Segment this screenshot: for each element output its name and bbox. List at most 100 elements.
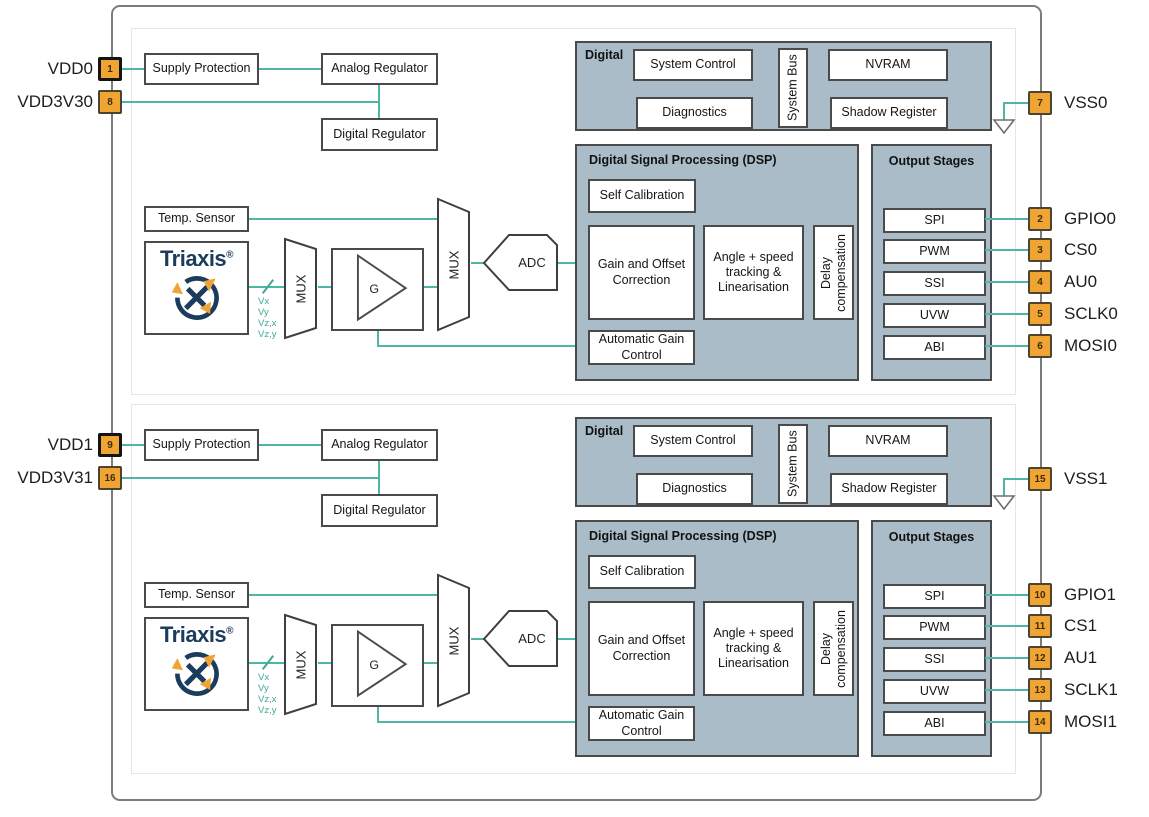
signal-vzy: Vz,y [258, 329, 277, 340]
adc-label: ADC [518, 255, 545, 270]
ground-icon [992, 119, 1016, 135]
system-bus-box: System Bus [778, 48, 808, 128]
triaxis-logo-text: Triaxis® [159, 246, 234, 271]
gain-amp-box: G [331, 624, 424, 707]
digital-title: Digital [585, 424, 624, 438]
output-stages-title: Output Stages [888, 154, 975, 168]
io-pin-label: SCLK0 [1064, 304, 1118, 323]
delay-compensation-label: Delay compensation [818, 609, 848, 688]
io-pin-label: MOSI0 [1064, 336, 1117, 355]
io-pin: 5 [1028, 302, 1052, 326]
pin-label-vdd: VDD0 [47, 59, 93, 78]
wire-io-3 [985, 313, 1028, 315]
angle-tracking-box: Angle + speed tracking & Linearisation [703, 225, 804, 320]
signal-labels: Vx Vy Vz,x Vz,y [258, 296, 276, 340]
wire-mux1-to-amp [318, 286, 331, 288]
wire-supply-to-analog [259, 68, 321, 70]
angle-tracking-box: Angle + speed tracking & Linearisation [703, 601, 804, 696]
output-mode-pwm-box: PWM [883, 239, 986, 264]
io-pin: 14 [1028, 710, 1052, 734]
signal-vx: Vx [258, 672, 270, 683]
io-pin-label: GPIO0 [1064, 209, 1116, 228]
wire-io-2 [985, 657, 1028, 659]
amp-label: G [369, 282, 379, 296]
shadow-register-box: Shadow Register [830, 473, 948, 505]
mux2-shape: MUX [437, 573, 470, 708]
triaxis-logo-icon [171, 276, 219, 320]
triaxis-wordmark: Triaxis [159, 622, 227, 647]
wire-mux2-to-adc [471, 262, 484, 264]
wire-io-4 [985, 721, 1028, 723]
wire-io-3 [985, 689, 1028, 691]
output-mode-uvw-box: UVW [883, 303, 986, 328]
mux1-shape: MUX [284, 237, 317, 340]
wire-mux1-to-amp [318, 662, 331, 664]
io-pin-label: CS1 [1064, 616, 1098, 635]
wire-io-4 [985, 345, 1028, 347]
signal-vzy: Vz,y [258, 705, 277, 716]
adc-shape: ADC [482, 234, 558, 291]
self-calibration-box: Self Calibration [588, 555, 696, 589]
pin-vdd3v3: 8 [98, 90, 122, 114]
wire-vdd-to-supply [122, 68, 144, 70]
registered-mark: ® [226, 625, 234, 637]
pin-vdd: 1 [98, 57, 122, 81]
io-pin: 12 [1028, 646, 1052, 670]
gain-offset-box: Gain and Offset Correction [588, 601, 695, 696]
io-pin: 13 [1028, 678, 1052, 702]
output-mode-uvw-box: UVW [883, 679, 986, 704]
wire-io-0 [985, 218, 1028, 220]
pin-vss: 15 [1028, 467, 1052, 491]
io-pin: 4 [1028, 270, 1052, 294]
system-bus-box: System Bus [778, 424, 808, 504]
io-pin-label: GPIO1 [1064, 585, 1116, 604]
digital-block: Digital System Control Diagnostics Syste… [575, 41, 992, 131]
delay-compensation-box: Delay compensation [813, 225, 854, 320]
output-mode-ssi-box: SSI [883, 271, 986, 296]
digital-block: Digital System Control Diagnostics Syste… [575, 417, 992, 507]
diagnostics-box: Diagnostics [636, 97, 753, 129]
analog-regulator-box: Analog Regulator [321, 53, 438, 85]
temp-sensor-box: Temp. Sensor [144, 582, 249, 608]
dsp-title: Digital Signal Processing (DSP) [589, 153, 777, 167]
digital-regulator-box: Digital Regulator [321, 494, 438, 527]
wire-vss-v [1003, 479, 1005, 496]
wire-amp-to-mux2 [424, 662, 438, 664]
supply-protection-box: Supply Protection [144, 53, 259, 85]
dsp-block: Digital Signal Processing (DSP) Self Cal… [575, 520, 859, 757]
nvram-box: NVRAM [828, 49, 948, 81]
amp-label: G [369, 658, 379, 672]
output-stages-block: Output Stages SPI PWM SSI UVW ABI [871, 520, 992, 757]
delay-compensation-box: Delay compensation [813, 601, 854, 696]
wire-vss-v [1003, 103, 1005, 120]
output-stages-block: Output Stages SPI PWM SSI UVW ABI [871, 144, 992, 381]
mux2-label: MUX [447, 250, 462, 279]
signal-vzx: Vz,x [258, 694, 277, 705]
output-mode-spi-box: SPI [883, 208, 986, 233]
wire-amp-to-agc [377, 721, 586, 723]
wire-io-0 [985, 594, 1028, 596]
signal-labels: Vx Vy Vz,x Vz,y [258, 672, 276, 716]
wire-temp-to-mux2 [249, 594, 439, 596]
adc-label: ADC [518, 631, 545, 646]
triaxis-logo-text: Triaxis® [159, 622, 234, 647]
wire-adc-to-dsp [558, 262, 586, 264]
ground-icon [992, 495, 1016, 511]
diagnostics-box: Diagnostics [636, 473, 753, 505]
output-stages-title: Output Stages [888, 530, 975, 544]
signal-vy: Vy [258, 683, 269, 694]
signal-vzx: Vz,x [258, 318, 277, 329]
io-pin-label: MOSI1 [1064, 712, 1117, 731]
delay-compensation-label: Delay compensation [818, 233, 848, 312]
wire-mux2-to-adc [471, 638, 484, 640]
wire-amp-down [377, 707, 379, 723]
analog-regulator-box: Analog Regulator [321, 429, 438, 461]
output-mode-ssi-box: SSI [883, 647, 986, 672]
wire-analog-to-digital-reg [378, 85, 380, 119]
system-control-box: System Control [633, 49, 753, 81]
triaxis-wordmark: Triaxis [159, 246, 227, 271]
wire-analog-to-digital-reg [378, 461, 380, 495]
self-calibration-box: Self Calibration [588, 179, 696, 213]
pin-vdd3v3: 16 [98, 466, 122, 490]
digital-regulator-box: Digital Regulator [321, 118, 438, 151]
